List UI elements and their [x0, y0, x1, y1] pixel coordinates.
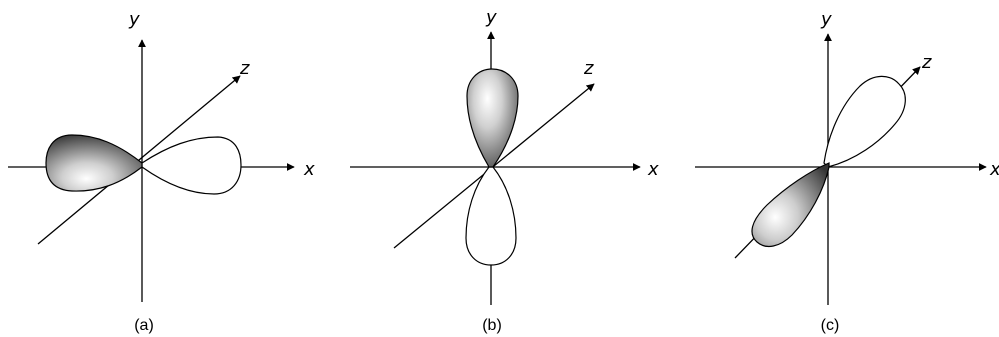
panel-b: x y z (b) — [350, 7, 659, 334]
panel-c-x-label: x — [989, 159, 999, 180]
panel-a-y-label: y — [128, 9, 140, 30]
panel-c-caption: (c) — [821, 317, 840, 334]
panel-c: x y z (c) — [695, 9, 999, 334]
panel-a-caption: (a) — [134, 317, 154, 334]
panel-a-lobe-plus-x — [141, 136, 242, 195]
panel-b-y-label: y — [485, 7, 497, 28]
panel-c-lobe-minus-z — [751, 162, 830, 248]
panel-a-z-label: z — [239, 58, 250, 79]
panel-b-lobe-plus-y — [466, 68, 519, 168]
panel-c-lobe-plus-z — [823, 75, 906, 168]
panel-b-z-label: z — [583, 58, 594, 79]
panel-a-lobe-minus-x — [45, 134, 143, 192]
panel-b-caption: (b) — [482, 317, 502, 334]
panel-b-lobe-minus-y — [465, 166, 517, 266]
panel-c-y-label: y — [820, 9, 832, 30]
panel-c-z-label: z — [921, 52, 932, 73]
panel-a: x y z (a) — [8, 9, 315, 334]
panel-a-x-label: x — [303, 159, 315, 180]
panel-b-x-label: x — [647, 159, 659, 180]
